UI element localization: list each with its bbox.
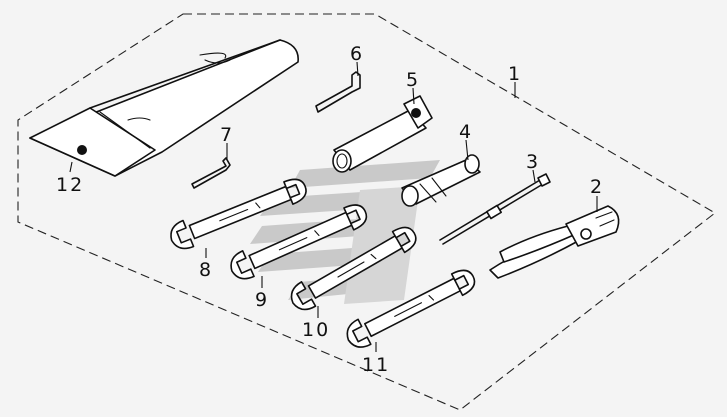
callout-10: 10: [302, 319, 330, 341]
callout-11: 11: [362, 354, 390, 376]
snap-button: [77, 145, 87, 155]
leader-3: [532, 169, 536, 183]
callout-2: 2: [590, 176, 602, 198]
leader-lines: [69, 61, 598, 352]
screwdriver-bar: [439, 173, 551, 245]
leader-5: [412, 87, 415, 105]
tool-bag: [29, 39, 299, 177]
callout-4: 4: [459, 121, 471, 143]
callout-5: 5: [406, 69, 418, 91]
callout-7: 7: [220, 124, 232, 146]
leader-12: [69, 161, 73, 173]
hex-key-large: [315, 71, 361, 113]
callout-3: 3: [526, 151, 538, 173]
hex-key-small: [191, 157, 231, 189]
callout-6: 6: [350, 43, 362, 65]
open-end-wrench-11: [346, 269, 476, 348]
open-end-wrench-8: [170, 178, 307, 250]
callouts: 1 2 3 4 5 6 7 8 9 10 11 12: [56, 43, 602, 376]
callout-1: 1: [508, 63, 520, 85]
callout-8: 8: [199, 259, 211, 281]
pliers: [489, 205, 620, 279]
leader-6: [356, 61, 359, 77]
callout-12: 12: [56, 174, 84, 196]
open-end-wrench-9: [230, 204, 368, 280]
leader-4: [465, 139, 469, 161]
callout-9: 9: [255, 289, 267, 311]
open-end-wrench-10: [290, 226, 417, 311]
spark-plug-socket-wrench: [332, 95, 433, 173]
assembly-boundary: [17, 13, 716, 411]
